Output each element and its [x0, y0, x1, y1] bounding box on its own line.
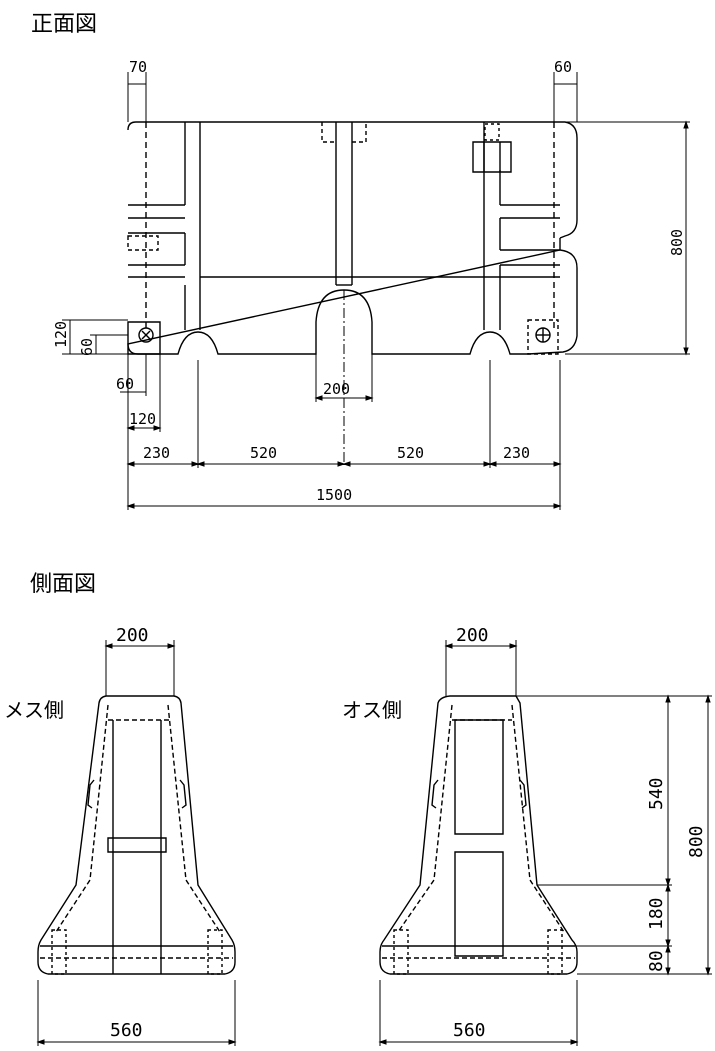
dim-left-60: 60	[78, 338, 96, 356]
dim-top-right-60: 60	[554, 58, 572, 76]
front-view-title: 正面図	[31, 12, 98, 37]
dim-center-200: 200	[323, 380, 350, 398]
dim-height-800: 800	[668, 229, 686, 256]
dim-male-bottom-560: 560	[453, 1020, 486, 1041]
dim-seg-520-right: 520	[397, 444, 424, 462]
male-side-view	[380, 640, 712, 1046]
female-band	[108, 838, 166, 852]
male-upper-slot	[455, 720, 503, 834]
front-left-bolt-plate	[128, 322, 160, 354]
dim-female-bottom-560: 560	[110, 1020, 143, 1041]
dim-bottom-120: 120	[129, 410, 156, 428]
dim-male-800: 800	[686, 825, 707, 858]
front-view	[62, 72, 690, 510]
male-body-outline	[380, 696, 577, 974]
female-body-outline	[38, 696, 235, 974]
dim-male-80: 80	[646, 950, 667, 972]
front-body-outline	[128, 122, 577, 354]
front-connector-block	[473, 142, 511, 172]
dim-male-top-200: 200	[456, 625, 489, 646]
dim-seg-520-left: 520	[250, 444, 277, 462]
front-dimension-labels: 70 60 800 120 60 60 120 200 230 520 520 …	[52, 58, 686, 504]
female-side-view	[38, 640, 235, 1046]
female-side-label: メス側	[4, 698, 64, 722]
dim-male-180: 180	[646, 897, 667, 930]
side-view-title: 側面図	[30, 572, 97, 597]
dim-seg-230-left: 230	[143, 444, 170, 462]
dim-bottom-60: 60	[116, 375, 134, 393]
dim-seg-230-right: 230	[503, 444, 530, 462]
male-lower-slot	[455, 852, 503, 956]
dim-top-left-70: 70	[129, 58, 147, 76]
dim-left-120: 120	[52, 321, 70, 348]
dim-total-1500: 1500	[316, 486, 352, 504]
dim-male-540: 540	[646, 777, 667, 810]
male-side-label: オス側	[342, 698, 402, 722]
left-bolt-icon	[139, 328, 153, 342]
dim-female-top-200: 200	[116, 625, 149, 646]
